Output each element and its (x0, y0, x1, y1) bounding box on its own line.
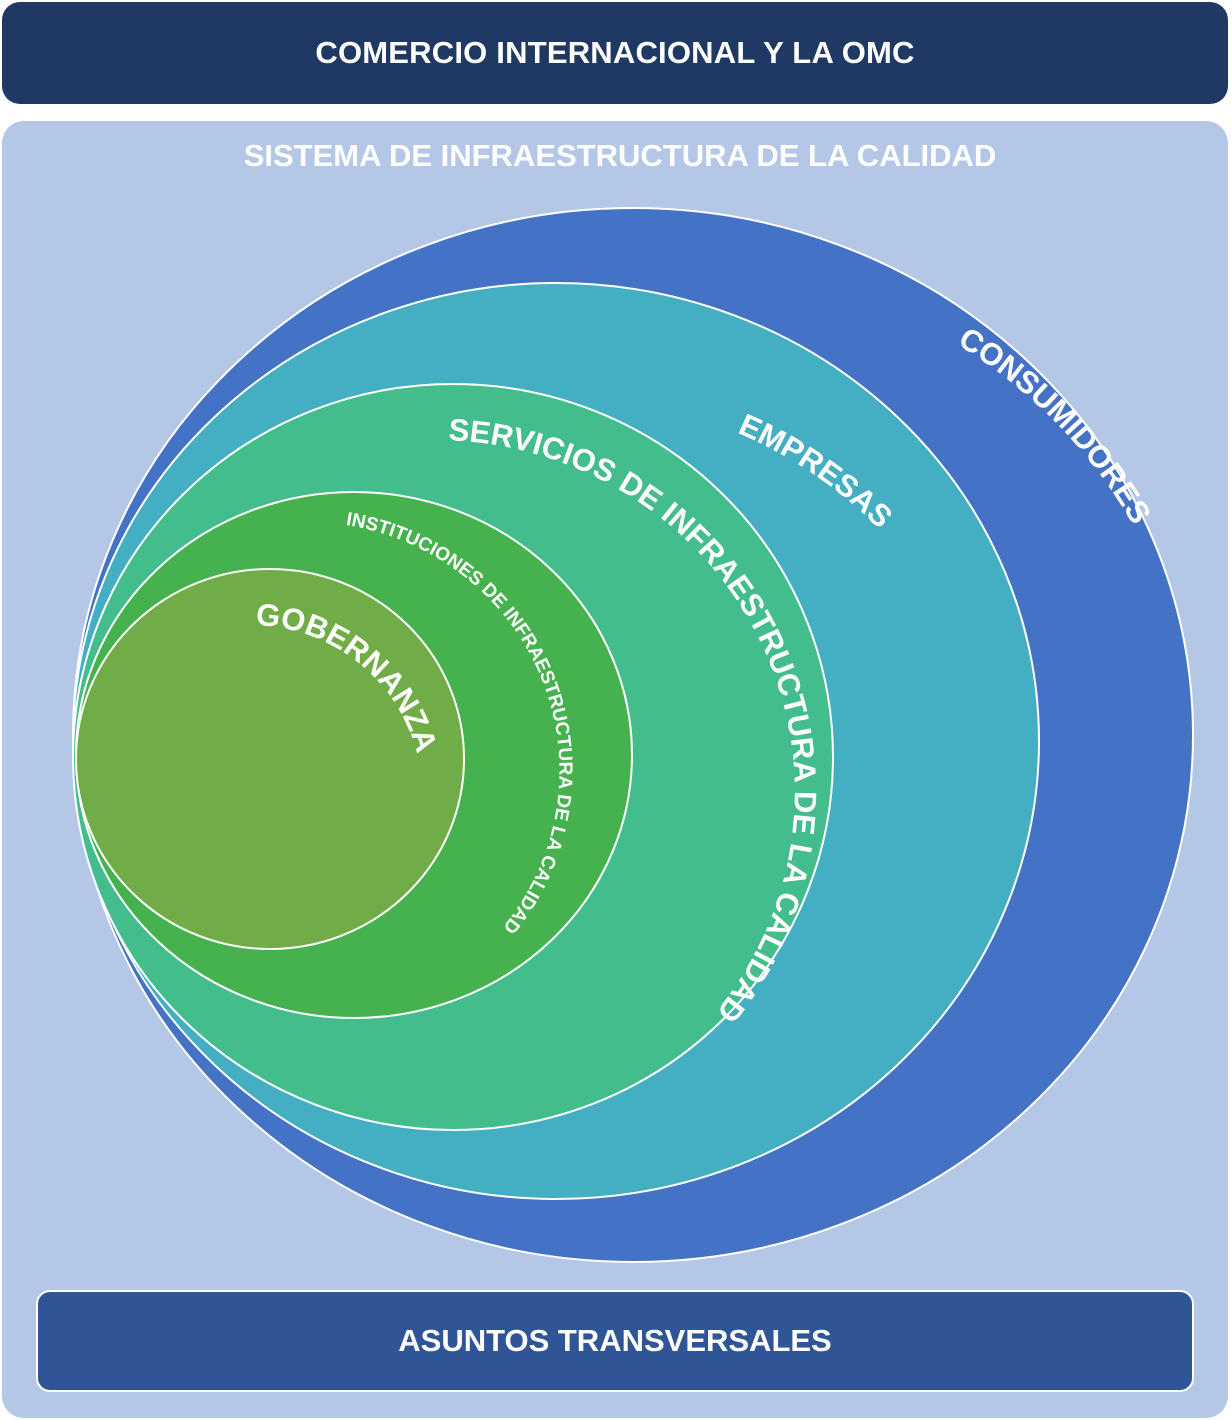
top-banner: COMERCIO INTERNACIONAL Y LA OMC (2, 2, 1228, 104)
system-title: SISTEMA DE INFRAESTRUCTURA DE LA CALIDAD (243, 138, 997, 173)
bottom-banner: ASUNTOS TRANSVERSALES (36, 1290, 1194, 1392)
ring-governance (75, 568, 465, 950)
top-banner-title: COMERCIO INTERNACIONAL Y LA OMC (315, 35, 915, 70)
bottom-banner-title: ASUNTOS TRANSVERSALES (398, 1323, 832, 1358)
